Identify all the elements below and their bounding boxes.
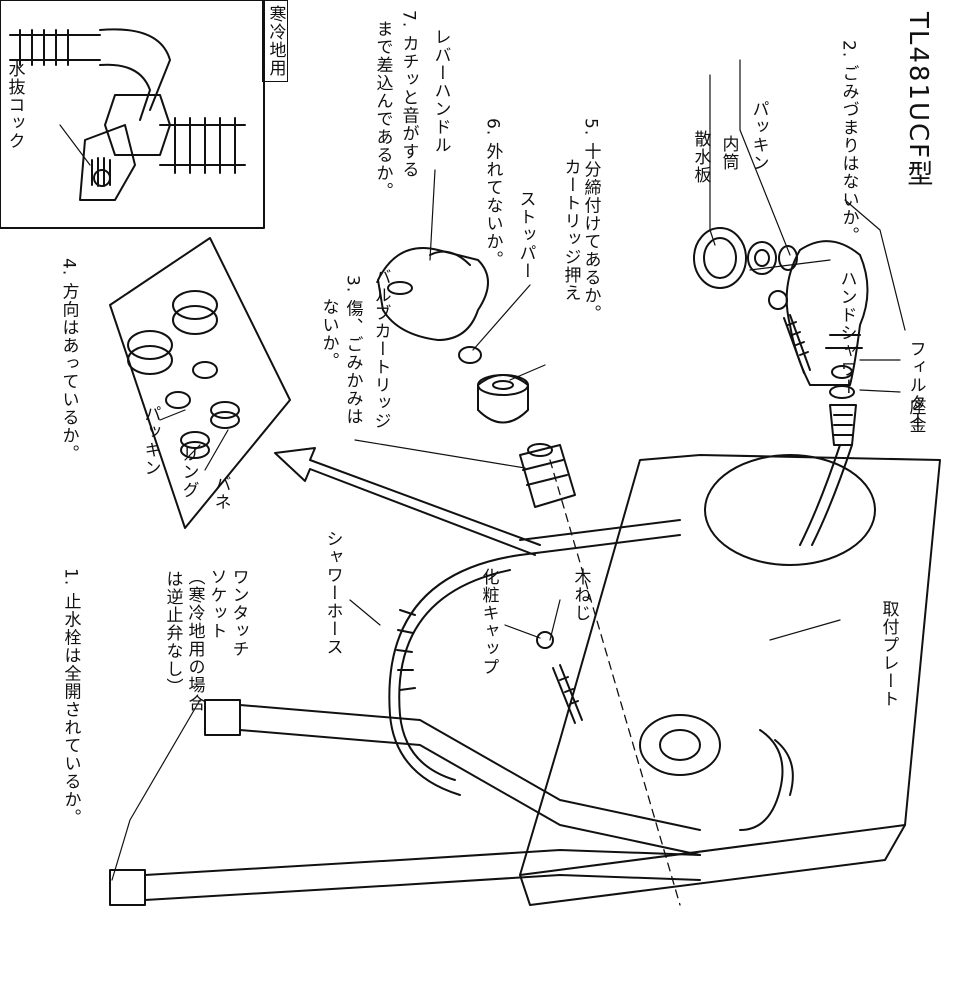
label-packing-top: パッキン bbox=[748, 100, 769, 172]
sprinkler-parts-drawing bbox=[693, 227, 798, 289]
center-line bbox=[549, 459, 681, 906]
label-wood-screw: 木ねじ bbox=[570, 568, 591, 622]
label-mounting-plate: 取付プレート bbox=[878, 600, 899, 708]
detail-arrow bbox=[274, 447, 541, 556]
label-ring: リング bbox=[178, 445, 199, 499]
note-7b: まで差込んであるか。 bbox=[372, 20, 393, 200]
label-drain-cock: 水抜コック bbox=[4, 60, 25, 150]
label-shower-hose: シャワーホース bbox=[322, 530, 343, 656]
valve-cartridge-drawing bbox=[519, 443, 576, 508]
note-3b: ないか。 bbox=[318, 298, 339, 370]
cartridge-holder-drawing bbox=[477, 374, 529, 424]
note-1: 1. 止水栓は全開されているか。 bbox=[60, 568, 81, 827]
mounting-plate-drawing bbox=[519, 454, 941, 906]
label-sprinkler-plate: 散水板 bbox=[690, 130, 711, 184]
socket-hoses-drawing bbox=[109, 699, 794, 906]
note-6: 6. 外れてないか。 bbox=[482, 118, 503, 269]
stopper-drawing bbox=[458, 346, 482, 364]
label-spring: バネ bbox=[210, 475, 231, 511]
label-stopper: ストッパー bbox=[515, 190, 536, 280]
wood-screw-drawing bbox=[536, 631, 583, 724]
label-lever-handle: レバーハンドル bbox=[430, 28, 451, 154]
label-valve-cartridge: バルブカートリッジ bbox=[370, 268, 391, 430]
shower-hose-drawing bbox=[388, 519, 681, 796]
inset-title: 寒冷地用 bbox=[262, 0, 288, 82]
label-packing-detail: パッキン bbox=[140, 405, 161, 477]
lever-handle-drawing bbox=[377, 247, 489, 341]
label-cold-note-1: （寒冷地用の場合 bbox=[184, 568, 205, 712]
label-socket-1: ワンタッチ bbox=[228, 568, 249, 658]
shower-stem bbox=[799, 444, 853, 546]
screw-top-drawing bbox=[768, 290, 811, 374]
label-cosmetic-cap: 化粧キャップ bbox=[478, 568, 499, 676]
model-title: TL481UCF型 bbox=[902, 12, 933, 189]
label-socket-2: ソケット bbox=[206, 568, 227, 640]
label-filter: フィルター bbox=[905, 340, 926, 430]
note-4: 4. 方向はあっているか。 bbox=[58, 258, 79, 463]
label-washer: 座金 bbox=[905, 398, 926, 434]
note-5: 5. 十分締付けてあるか。 bbox=[580, 118, 601, 323]
leader-lines bbox=[111, 59, 906, 881]
detail-box bbox=[109, 237, 291, 529]
label-inner-tube: 内筒 bbox=[718, 135, 739, 171]
label-cartridge-holder: カートリッジ押え bbox=[560, 158, 581, 302]
label-hand-shower: ハンドシャワー bbox=[836, 270, 857, 396]
note-3: 3. 傷、ごみかみは bbox=[342, 275, 363, 426]
label-cold-note-2: は逆止弁なし） bbox=[162, 570, 183, 696]
note-2: 2. ごみづまりはないか。 bbox=[838, 40, 859, 245]
note-7: 7. カチッと音がする bbox=[398, 10, 419, 179]
cold-region-inset bbox=[0, 0, 265, 229]
